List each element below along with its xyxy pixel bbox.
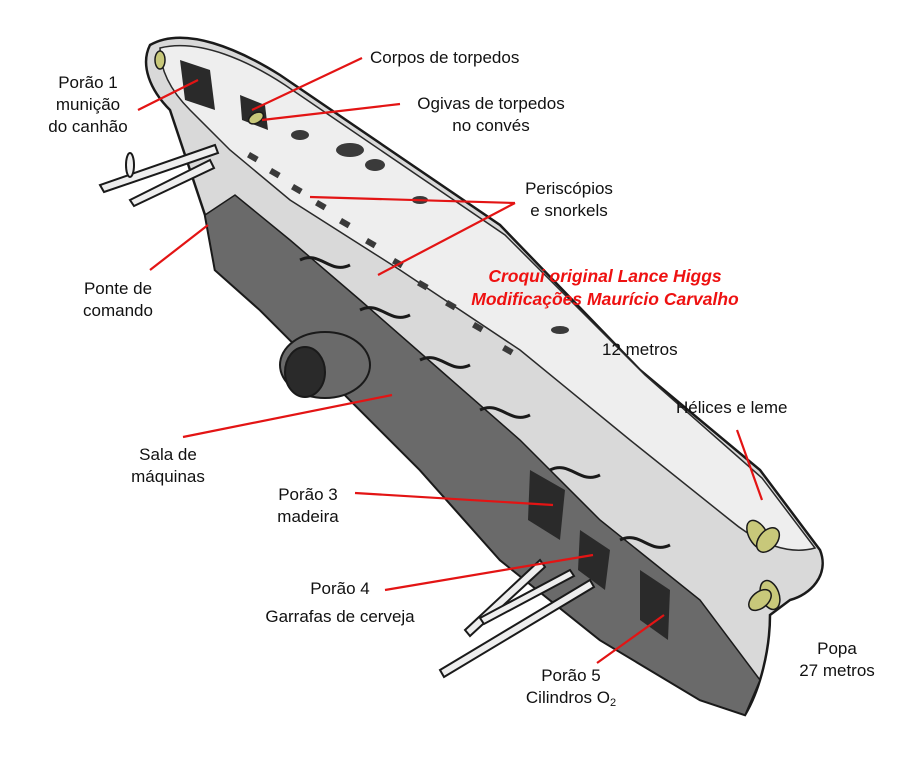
label-porao1-line2: munição <box>55 95 121 114</box>
deck <box>159 44 817 551</box>
periscopes-snorkels <box>98 143 596 679</box>
label-periscopios-line2: e snorkels <box>530 201 608 220</box>
label-porao4-line2: Garrafas de cerveja <box>265 607 415 626</box>
leader-sala <box>182 393 393 439</box>
label-porao4-line1: Porão 4 <box>310 579 370 598</box>
label-ponte-line1: Ponte de <box>83 279 153 298</box>
propellers <box>154 50 781 612</box>
label-corpos-torpedos: Corpos de torpedos <box>370 48 520 67</box>
leader-porao5 <box>596 614 665 664</box>
torpedo-warheads <box>247 111 265 125</box>
credits: Croqui original Lance Higgs Modificações… <box>430 265 780 311</box>
leader-corpos <box>251 57 363 111</box>
label-helices-leme: Hélices e leme <box>676 398 788 417</box>
label-12-metros: 12 metros <box>602 340 678 359</box>
label-ogivas: Ogivas de torpedos no convés <box>398 93 584 137</box>
label-porao3-line2: madeira <box>277 507 339 526</box>
label-porao1: Porão 1 munição do canhão <box>30 72 146 138</box>
leader-ponte <box>149 224 209 271</box>
leader-porao3 <box>354 491 554 507</box>
engine-cylinder <box>279 331 371 399</box>
label-sala-line2: máquinas <box>131 467 205 486</box>
label-sala-maquinas: Sala de máquinas <box>110 444 226 488</box>
label-popa-line2: 27 metros <box>799 661 875 680</box>
label-porao5-text: Cilindros O <box>525 688 610 707</box>
label-periscopios-line1: Periscópios <box>525 179 613 198</box>
label-porao1-line1: Porão 1 <box>58 73 118 92</box>
label-ponte-line2: comando <box>83 301 153 320</box>
leader-periscopios-1 <box>309 195 516 205</box>
label-popa: Popa 27 metros <box>782 638 892 682</box>
leader-lines <box>137 57 764 664</box>
label-porao5-line2: Cilindros O2 <box>502 687 640 709</box>
label-porao3: Porão 3 madeira <box>258 484 358 528</box>
label-popa-line1: Popa <box>817 639 857 658</box>
leader-porao1 <box>137 79 199 111</box>
deck-debris <box>246 130 569 356</box>
leader-periscopios-2 <box>377 202 516 276</box>
label-periscopios: Periscópios e snorkels <box>512 178 626 222</box>
label-ogivas-line1: Ogivas de torpedos <box>417 94 565 113</box>
label-porao4: Porão 4 Garrafas de cerveja <box>240 578 440 628</box>
label-porao5-line1: Porão 5 <box>541 666 601 685</box>
label-porao5-subscript: 2 <box>609 697 617 709</box>
label-sala-line1: Sala de <box>139 445 197 464</box>
label-porao1-line3: do canhão <box>48 117 128 136</box>
credit-line1: Croqui original Lance Higgs <box>488 266 722 286</box>
label-porao5: Porão 5 Cilindros O2 <box>502 665 640 709</box>
bulkhead-frames <box>299 256 671 549</box>
ship-hull <box>98 36 824 717</box>
credit-line2: Modificações Maurício Carvalho <box>471 289 739 309</box>
label-porao3-line1: Porão 3 <box>278 485 338 504</box>
leader-ogivas <box>261 102 401 122</box>
label-ogivas-line2: no convés <box>452 116 530 135</box>
leader-helices <box>735 429 764 501</box>
leader-porao4 <box>384 553 594 592</box>
label-ponte-comando: Ponte de comando <box>62 278 174 322</box>
